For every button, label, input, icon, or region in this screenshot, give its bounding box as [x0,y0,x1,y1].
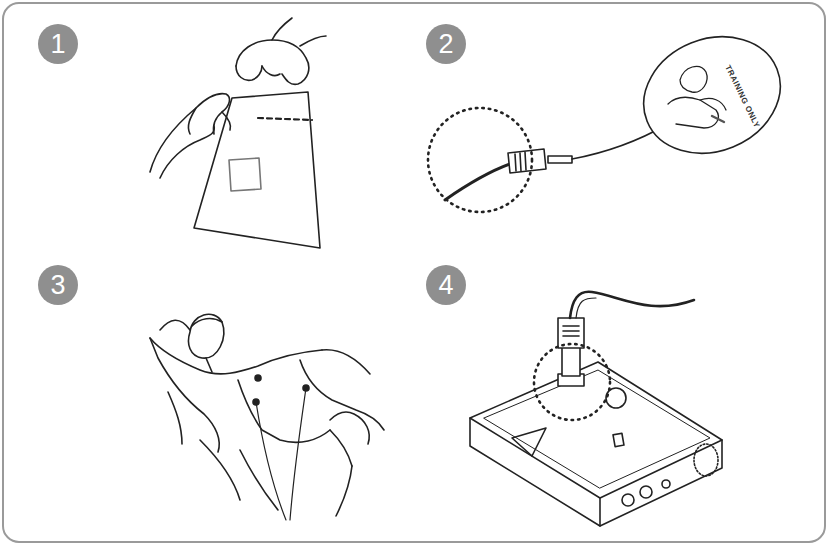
step-number: 4 [438,272,453,299]
step-number: 1 [50,31,65,58]
step-number-circle: 3 [38,265,78,305]
step-number-circle: 4 [426,265,466,305]
step-number: 3 [50,272,65,299]
device-figure [470,292,722,526]
step-number: 2 [438,31,453,58]
step-number-circle: 2 [426,24,466,64]
cable-connection-figure [428,17,798,212]
step-number-circle: 1 [38,24,78,64]
panel-frame [3,3,825,542]
patient-figure [150,314,384,520]
package-figure [150,18,326,248]
